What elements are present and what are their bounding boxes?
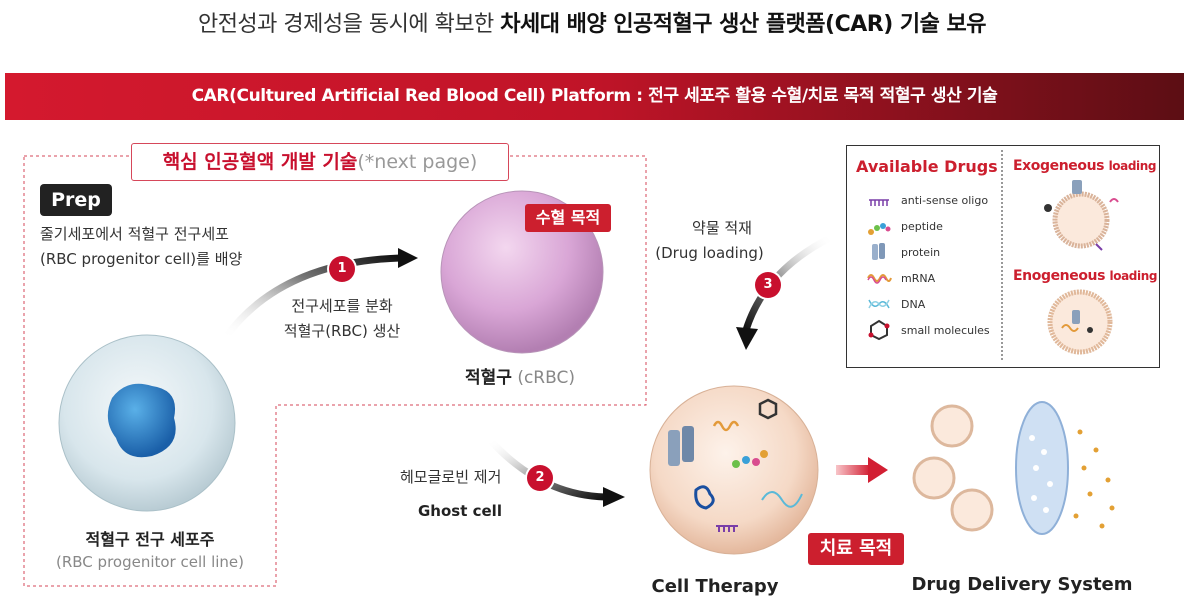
drug-item-2: peptide xyxy=(901,220,943,233)
step3-line1: 약물 적재 xyxy=(692,219,752,237)
progenitor-cell-illustration xyxy=(58,334,236,512)
exogeneous-loading-illustration xyxy=(1044,180,1119,251)
rbc-label: 적혈구 (cRBC) xyxy=(420,366,620,391)
cell-therapy-title: Cell Therapy xyxy=(651,576,779,597)
drug-delivery-title: Drug Delivery System xyxy=(911,574,1133,595)
rbc-title: 적혈구 xyxy=(465,368,512,388)
enogeneous-loading-illustration xyxy=(1047,289,1113,355)
drug-item-5: DNA xyxy=(901,298,926,311)
page-headline: 안전성과 경제성을 동시에 확보한 차세대 배양 인공적혈구 생산 플랫폼(CA… xyxy=(0,6,1184,38)
endo-sub: loading xyxy=(1109,269,1158,283)
platform-banner: CAR(Cultured Artificial Red Blood Cell) … xyxy=(5,73,1184,120)
progenitor-subtitle: (RBC progenitor cell line) xyxy=(56,553,244,571)
core-tech-label: 핵심 인공혈액 개발 기술(*next page) xyxy=(131,143,509,181)
core-tech-main: 핵심 인공혈액 개발 기술 xyxy=(162,151,358,173)
transfusion-purpose-tag: 수혈 목적 xyxy=(525,204,611,232)
endo-main: Enogeneous xyxy=(1013,268,1110,284)
core-tech-sub: (*next page) xyxy=(357,151,478,173)
exo-sub: loading xyxy=(1108,159,1157,173)
protein-icon xyxy=(872,243,885,260)
enogeneous-loading-title: Enogeneous loading xyxy=(1013,268,1157,284)
prep-line2: (RBC progenitor cell)를 배양 xyxy=(40,250,243,268)
step3-number: 3 xyxy=(755,272,781,298)
exo-main: Exogeneous xyxy=(1013,158,1109,174)
step2-line1: 헤모글로빈 제거 xyxy=(400,468,502,486)
available-drugs-title: Available Drugs xyxy=(856,157,998,176)
rbc-subtitle: (cRBC) xyxy=(511,368,575,388)
step1-number: 1 xyxy=(329,256,355,282)
therapy-cell-illustration xyxy=(649,385,819,555)
treatment-purpose-tag: 치료 목적 xyxy=(808,533,904,565)
drug-item-6: small molecules xyxy=(901,324,990,337)
step2-number: 2 xyxy=(527,465,553,491)
headline-normal: 안전성과 경제성을 동시에 확보한 xyxy=(197,12,501,37)
step2-line2: Ghost cell xyxy=(418,502,502,520)
progenitor-title: 적혈구 전구 세포주 xyxy=(85,530,215,549)
drugs-divider xyxy=(1001,150,1003,360)
red-arrow-icon xyxy=(836,457,888,483)
step3-line2: (Drug loading) xyxy=(655,244,764,262)
prep-line1: 줄기세포에서 적혈구 전구세포 xyxy=(40,225,229,243)
dna-icon xyxy=(868,299,890,309)
drug-item-3: protein xyxy=(901,246,941,259)
small-molecules-icon xyxy=(868,319,890,341)
prep-badge: Prep xyxy=(40,184,112,216)
step1-line2: 적혈구(RBC) 생산 xyxy=(283,322,401,340)
peptide-icon xyxy=(868,223,891,235)
drug-delivery-illustration xyxy=(912,401,1115,535)
step1-line1: 전구세포를 분화 xyxy=(291,297,393,315)
drug-item-4: mRNA xyxy=(901,272,936,285)
headline-bold: 차세대 배양 인공적혈구 생산 플랫폼(CAR) 기술 보유 xyxy=(500,12,987,37)
exogeneous-loading-title: Exogeneous loading xyxy=(1013,158,1156,174)
mrna-icon xyxy=(867,274,892,284)
drug-item-1: anti-sense oligo xyxy=(901,194,989,207)
anti-sense-oligo-icon xyxy=(869,199,889,206)
